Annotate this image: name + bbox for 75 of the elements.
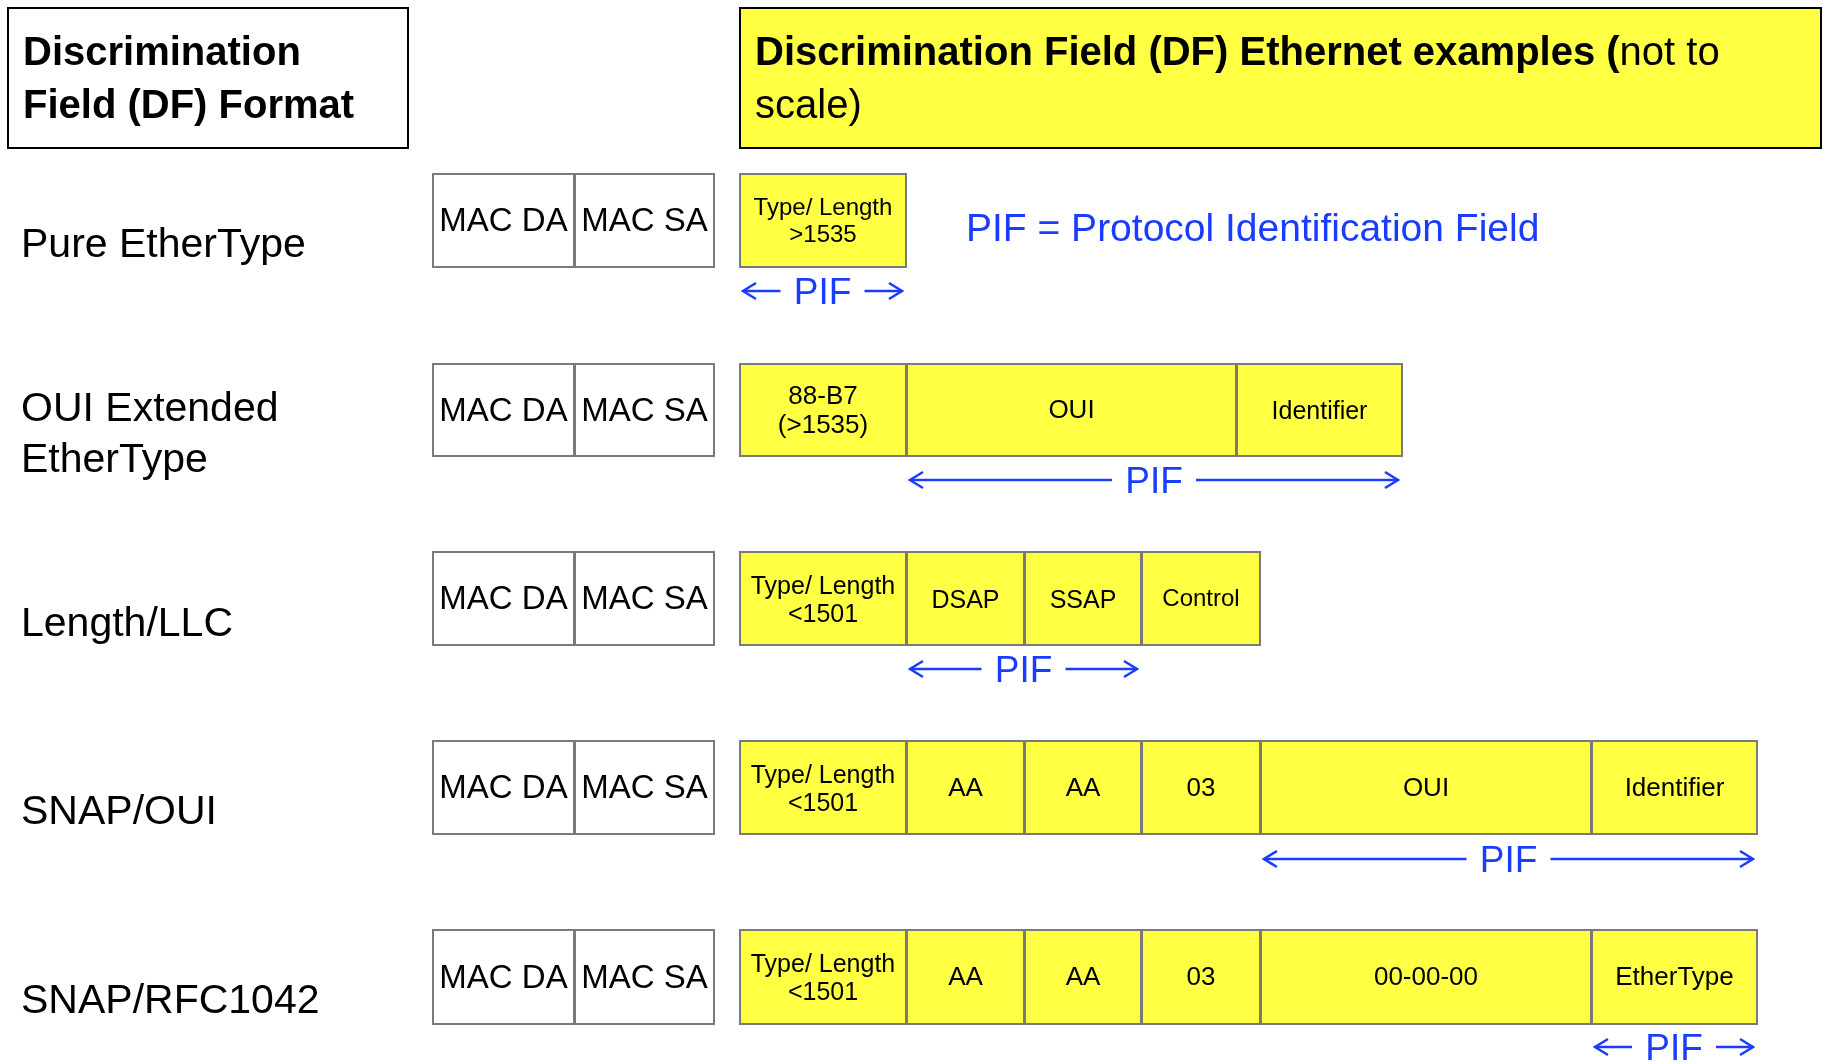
field-text: MAC SA bbox=[581, 391, 708, 429]
field-text: OUI bbox=[1048, 395, 1095, 425]
frame-field bbox=[739, 363, 907, 457]
span-label: PIF bbox=[1479, 840, 1538, 878]
span-label: PIF bbox=[994, 650, 1053, 688]
field-text: AA bbox=[948, 772, 983, 803]
frame-field bbox=[574, 740, 715, 835]
frame-field bbox=[906, 740, 1025, 835]
frame-field bbox=[574, 929, 715, 1025]
field-text: Type/ Length <1501 bbox=[749, 949, 897, 1005]
frame-field bbox=[1260, 929, 1592, 1025]
field-text: 03 bbox=[1186, 962, 1216, 992]
frame-field bbox=[432, 929, 575, 1025]
field-text: MAC SA bbox=[581, 769, 708, 806]
field-text: AA bbox=[1065, 772, 1101, 803]
field-text: Type/ Length <1501 bbox=[749, 759, 897, 816]
field-text: MAC DA bbox=[439, 391, 568, 429]
field-text: Identifier bbox=[1624, 772, 1725, 803]
frame-field bbox=[1591, 929, 1758, 1025]
field-text: MAC DA bbox=[439, 202, 568, 239]
frame-field bbox=[739, 551, 907, 646]
field-text: 00-00-00 bbox=[1373, 962, 1479, 992]
heading-text: Discrimination Field (DF) Format bbox=[23, 28, 356, 128]
span-label: PIF bbox=[793, 272, 852, 310]
frame-field bbox=[1260, 740, 1592, 835]
field-text: Identifier bbox=[1271, 396, 1368, 424]
row-label: SNAP/OUI bbox=[21, 786, 217, 836]
field-text: Control bbox=[1162, 585, 1240, 612]
frame-field bbox=[1024, 929, 1142, 1025]
frame-field bbox=[906, 929, 1025, 1025]
field-text: MAC DA bbox=[439, 580, 568, 617]
field-text: AA bbox=[948, 962, 983, 992]
frame-field bbox=[1236, 363, 1403, 457]
frame-field bbox=[1591, 740, 1758, 835]
field-text: SSAP bbox=[1049, 584, 1117, 613]
field-text: EtherType bbox=[1615, 962, 1734, 992]
frame-field bbox=[1141, 929, 1261, 1025]
row-label: Pure EtherType bbox=[21, 219, 306, 269]
field-text: MAC DA bbox=[439, 769, 568, 806]
frame-field bbox=[574, 551, 715, 646]
heading-text: Discrimination Field (DF) Ethernet examples (not to scale) bbox=[755, 28, 1721, 128]
frame-field bbox=[1141, 551, 1261, 646]
field-text: Type/ Length >1535 bbox=[752, 193, 894, 248]
field-text: AA bbox=[1065, 962, 1101, 992]
frame-field bbox=[432, 363, 575, 457]
field-text: MAC DA bbox=[439, 958, 568, 996]
frame-field bbox=[432, 740, 575, 835]
field-text: OUI bbox=[1402, 772, 1450, 803]
field-text: 88-B7 (>1535) bbox=[776, 380, 870, 440]
note-text: PIF = Protocol Identification Field bbox=[966, 206, 1540, 250]
field-text: DSAP bbox=[931, 584, 1000, 613]
frame-field bbox=[1024, 551, 1142, 646]
span-label: PIF bbox=[1125, 461, 1183, 499]
field-text: 03 bbox=[1186, 772, 1216, 803]
field-text: Type/ Length <1501 bbox=[749, 570, 897, 627]
row-label: SNAP/RFC1042 bbox=[21, 975, 320, 1025]
frame-field bbox=[574, 363, 715, 457]
field-text: MAC SA bbox=[581, 202, 708, 239]
frame-field bbox=[574, 173, 715, 268]
heading-box bbox=[739, 7, 1822, 149]
frame-field bbox=[432, 551, 575, 646]
span-label: PIF bbox=[1645, 1028, 1703, 1064]
frame-field bbox=[739, 929, 907, 1025]
heading-box bbox=[7, 7, 409, 149]
frame-field bbox=[1024, 740, 1142, 835]
field-text: MAC SA bbox=[581, 580, 708, 617]
frame-field bbox=[739, 173, 907, 268]
frame-field bbox=[906, 551, 1025, 646]
frame-field bbox=[739, 740, 907, 835]
row-label: OUI Extended EtherType bbox=[21, 382, 280, 483]
frame-field bbox=[906, 363, 1237, 457]
frame-field bbox=[1141, 740, 1261, 835]
frame-field bbox=[432, 173, 575, 268]
field-text: MAC SA bbox=[581, 958, 708, 996]
row-label: Length/LLC bbox=[21, 598, 233, 648]
